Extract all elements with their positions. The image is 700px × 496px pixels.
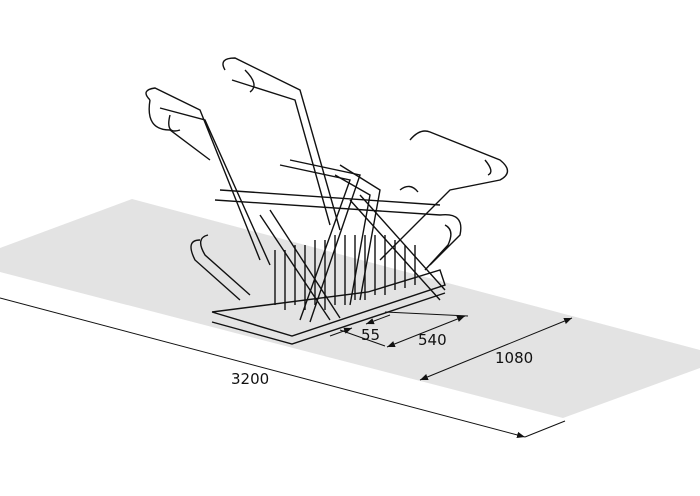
dimension-lines <box>0 297 573 439</box>
bike-rack <box>145 57 509 345</box>
length-dimension-label: 3200 <box>231 370 270 388</box>
floor-area <box>0 199 700 418</box>
spacing-dimension-label: 540 <box>418 331 447 349</box>
depth-dimension-label: 1080 <box>495 349 534 367</box>
gap-dimension-label: 55 <box>361 326 381 344</box>
